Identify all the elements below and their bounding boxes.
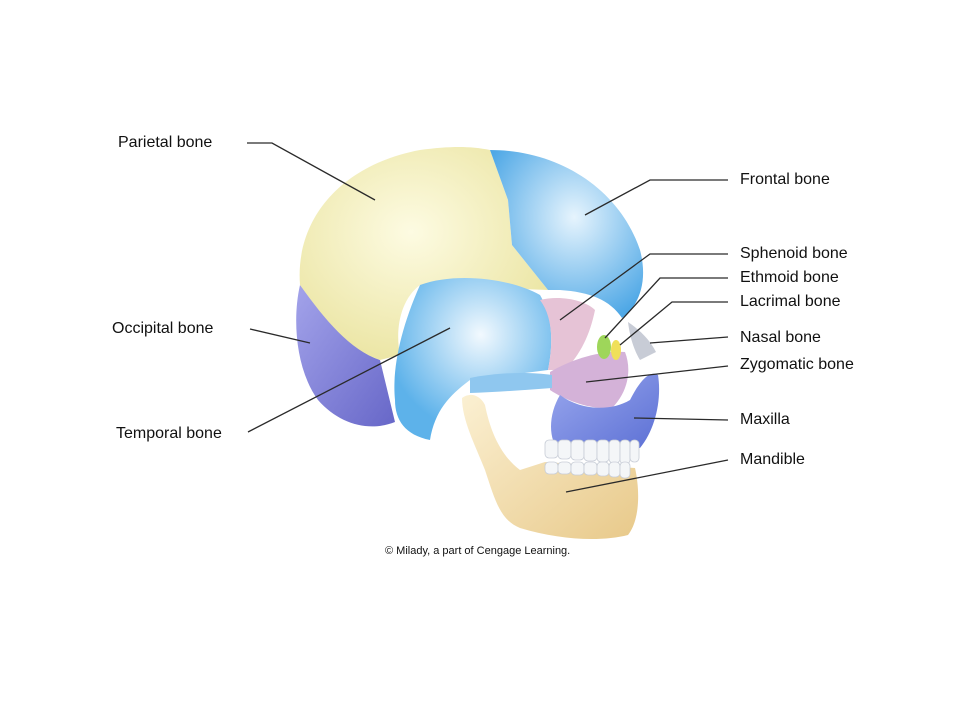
label-maxilla: Maxilla [740,411,790,428]
temporal-pointer [247,327,451,433]
label-lacrimal-bone: Lacrimal bone [740,293,841,310]
temporal-bone-shape [394,277,552,440]
upper-teeth [544,439,640,465]
frontal-pointer [584,179,728,216]
frontal-bone-shape [490,150,644,318]
label-frontal-bone: Frontal bone [740,171,830,188]
lacrimal-bone-shape [611,340,621,360]
zygomatic-pointer [585,365,729,383]
zygomatic-bone-shape [550,351,629,409]
sphenoid-bone-shape [540,298,595,370]
ethmoid-pointer [604,277,728,339]
ethmoid-bone-shape [597,335,611,359]
parietal-bone-shape [299,147,548,360]
mandible-pointer [565,459,729,493]
lower-teeth [544,461,631,479]
sphenoid-pointer [559,253,728,321]
label-ethmoid-bone: Ethmoid bone [740,269,839,286]
label-parietal-bone: Parietal bone [118,134,213,151]
parietal-pointer [247,142,376,201]
label-sphenoid-bone: Sphenoid bone [740,245,848,262]
occipital-pointer [249,328,311,344]
label-temporal-bone: Temporal bone [116,425,222,442]
zygomatic-arch-shape [470,373,552,393]
copyright-credit: © Milady, a part of Cengage Learning. [385,545,571,557]
label-occipital-bone: Occipital bone [112,320,214,337]
nasal-bone-shape [628,322,656,360]
occipital-bone-shape [296,285,395,427]
maxilla-bone-shape [551,373,660,452]
label-nasal-bone: Nasal bone [740,329,821,346]
maxilla-pointer [633,417,729,421]
lacrimal-pointer [619,301,728,346]
label-mandible: Mandible [740,451,805,468]
label-zygomatic-bone: Zygomatic bone [740,356,854,373]
nasal-pointer [649,336,729,344]
